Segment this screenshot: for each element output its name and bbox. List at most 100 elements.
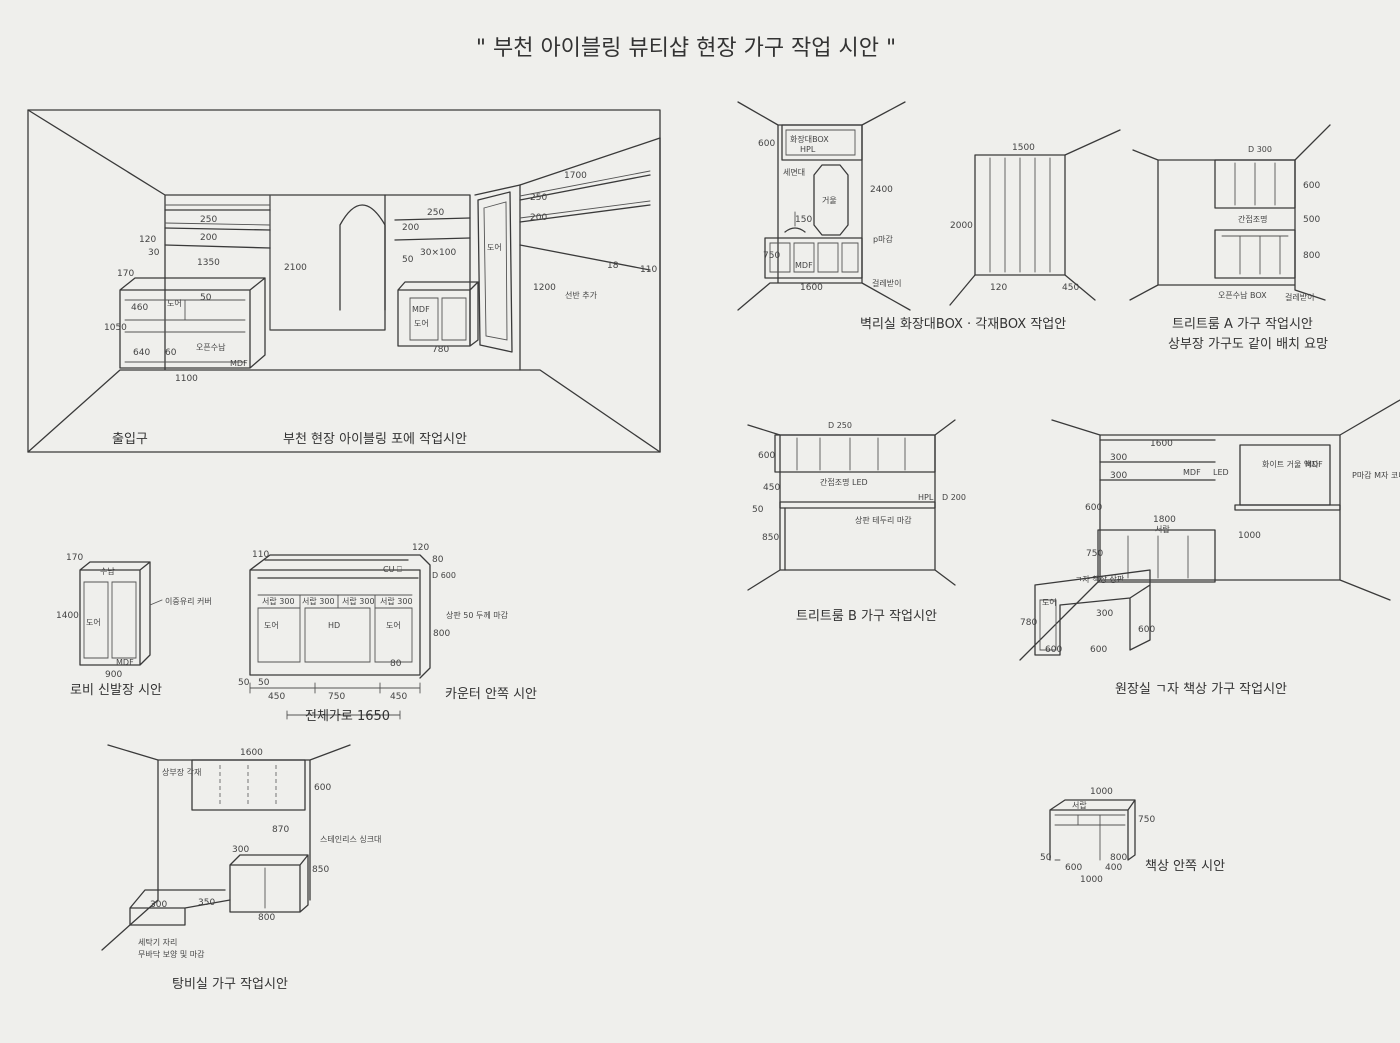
treat-a-label: 간접조명 — [1238, 214, 1267, 224]
counter-label: 서랍 300 — [302, 597, 335, 606]
locker-caption: 로비 신발장 시안 — [70, 683, 162, 698]
desk-dim: 1000 — [1080, 875, 1103, 885]
main-dim: 1350 — [197, 258, 220, 268]
counter-label: 상판 50 두께 마감 — [446, 610, 509, 620]
main-entrance-label: 출입구 — [112, 432, 148, 447]
washroom-panel: 화장대BOX HPL 거울 세면대 MDF p마감 걸레받이 600 150 2… — [737, 101, 1066, 332]
main-label: MDF — [230, 359, 248, 368]
staff-dim: 600 — [1045, 645, 1062, 655]
treat-a-panel: D 300 간접조명 오픈수납 BOX 걸레받이 600 500 800 트리트… — [1129, 124, 1331, 352]
washroom-dim: 1600 — [800, 283, 823, 293]
counter-dim: 50 — [238, 678, 250, 688]
main-dim: 30×100 — [420, 248, 456, 258]
main-dim: 2100 — [284, 263, 307, 273]
staff-label: P마감 M자 코너 — [1352, 470, 1400, 480]
counter-label: 서랍 300 — [342, 597, 375, 606]
counter-label: D 600 — [432, 571, 456, 580]
staff-dim: 600 — [1090, 645, 1107, 655]
washroom-label: p마감 — [873, 234, 893, 244]
main-dim: 60 — [165, 348, 177, 358]
main-dim: 18 — [607, 261, 619, 271]
treat-a-dim: 500 — [1303, 215, 1320, 225]
washroom-dim: 600 — [758, 139, 775, 149]
counter-label: 도어 — [264, 620, 279, 630]
staff-dim: 600 — [1085, 503, 1102, 513]
staff-dim: 300 — [1110, 453, 1127, 463]
staff-label: ㄱ자 책상 상판 — [1075, 574, 1125, 584]
sheet-title: " 부천 아이블링 뷰티샵 현장 가구 작업 시안 " — [476, 36, 896, 61]
washroom-label: 세면대 — [783, 167, 805, 177]
counter-label: CU ⎕ — [383, 565, 402, 574]
staff-caption: 원장실 ㄱ자 책상 가구 작업시안 — [1115, 682, 1287, 697]
main-dim: 200 — [530, 213, 547, 223]
main-dim: 30 — [148, 248, 160, 258]
desk-panel: 서랍 1000 750 800 50 600 400 1000 책상 안쪽 시안 — [1040, 787, 1225, 885]
pantry-label: 무바닥 보양 및 마감 — [138, 949, 205, 959]
treat-a-label: D 300 — [1248, 145, 1272, 154]
main-dim: 120 — [139, 235, 156, 245]
pantry-dim: 870 — [272, 825, 289, 835]
counter-dim: 800 — [433, 629, 450, 639]
locker-label: 도어 — [86, 617, 101, 627]
main-perspective-panel: 출입구 부천 현장 아이블링 포에 작업시안 250 200 120 30 13… — [27, 109, 661, 453]
treat-a-dim: 800 — [1303, 251, 1320, 261]
counter-dim: 450 — [390, 692, 407, 702]
main-dim: 1050 — [104, 323, 127, 333]
counter-dim: 120 — [412, 543, 429, 553]
pantry-dim: 600 — [314, 783, 331, 793]
desk-dim: 600 — [1065, 863, 1082, 873]
staff-dim: 750 — [1086, 549, 1103, 559]
main-dim: 640 — [133, 348, 150, 358]
locker-dim: 900 — [105, 670, 122, 680]
treat-b-label: D 250 — [828, 421, 852, 430]
counter-dim: 450 — [268, 692, 285, 702]
main-dim: 110 — [640, 265, 657, 275]
treat-b-dim: 50 — [752, 505, 764, 515]
staff-label: 서랍 — [1155, 525, 1170, 534]
washroom-label: 거울 — [822, 196, 837, 205]
counter-caption: 카운터 안쪽 시안 — [445, 687, 537, 702]
treat-b-dim: 450 — [763, 483, 780, 493]
locker-label: 수납 — [100, 567, 115, 576]
main-dim: 250 — [427, 208, 444, 218]
main-label: 도어 — [414, 318, 429, 328]
counter-dim: 80 — [432, 555, 444, 565]
main-dim: 200 — [402, 223, 419, 233]
staff-dim: 1800 — [1153, 515, 1176, 525]
washroom-label: 걸레받이 — [872, 278, 901, 288]
wardrobe-dim: 1500 — [1012, 143, 1035, 153]
pantry-dim: 300 — [150, 900, 167, 910]
locker-label: 이중유리 커버 — [165, 596, 212, 606]
wardrobe-panel: 1500 2000 120 450 — [949, 129, 1121, 306]
pantry-dim: 300 — [232, 845, 249, 855]
washroom-dim: 750 — [763, 251, 780, 261]
pantry-label: 세탁기 자리 — [138, 937, 177, 947]
wardrobe-dim: 120 — [990, 283, 1007, 293]
counter-label: 서랍 300 — [380, 597, 413, 606]
main-dim: 50 — [402, 255, 414, 265]
treat-b-label: HPL — [918, 493, 934, 502]
washroom-dim: 150 — [795, 215, 812, 225]
washroom-caption: 벽리실 화장대BOX · 각재BOX 작업안 — [860, 317, 1066, 332]
main-label: 도어 — [487, 242, 502, 252]
treat-b-panel: D 250 간접조명 LED HPL D 200 상판 테두리 마감 600 4… — [747, 419, 966, 624]
staff-label: 화이트 거울 액자 — [1262, 459, 1319, 469]
locker-dim: 170 — [66, 553, 83, 563]
treat-a-dim: 600 — [1303, 181, 1320, 191]
main-dim: 1200 — [533, 283, 556, 293]
main-dim: 1700 — [564, 171, 587, 181]
wardrobe-dim: 2000 — [950, 221, 973, 231]
counter-dim: 750 — [328, 692, 345, 702]
staff-dim: 300 — [1096, 609, 1113, 619]
main-dim: 460 — [131, 303, 148, 313]
counter-label: HD — [328, 621, 340, 630]
counter-dim: 110 — [252, 550, 269, 560]
treat-b-label: 상판 테두리 마감 — [855, 515, 912, 525]
desk-dim: 400 — [1105, 863, 1122, 873]
locker-panel: 수납 도어 MDF 이중유리 커버 170 1400 900 로비 신발장 시안 — [56, 553, 212, 698]
staff-dim: 300 — [1110, 471, 1127, 481]
staff-dim: 1600 — [1150, 439, 1173, 449]
washroom-label: HPL — [800, 145, 816, 154]
treat-b-label: D 200 — [942, 493, 966, 502]
